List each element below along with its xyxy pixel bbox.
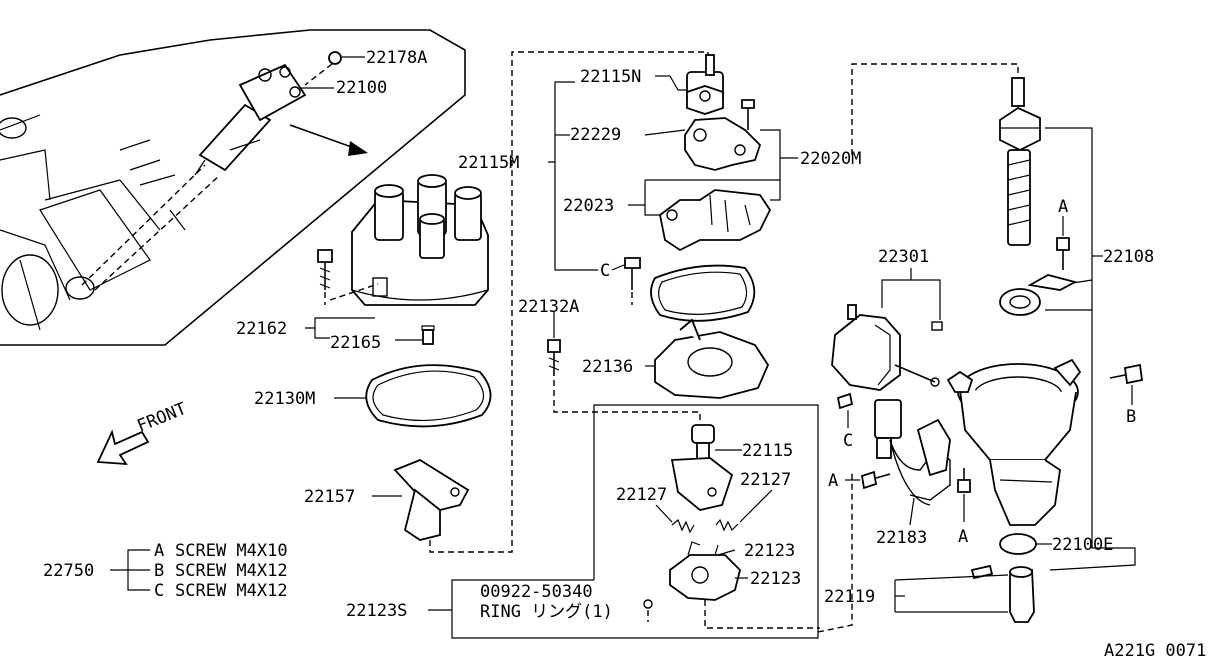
- kit-description: RING リング(1): [480, 602, 613, 622]
- legend-item-b: B SCREW M4X12: [154, 561, 288, 581]
- harness-22183: [874, 399, 951, 506]
- label-22115: 22115: [742, 441, 793, 461]
- label-22127-left: 22127: [616, 485, 667, 505]
- legend-desc: SCREW M4X10: [175, 541, 288, 561]
- label-22229: 22229: [570, 125, 621, 145]
- distributor-cap: [351, 174, 489, 306]
- label-c-center: C: [600, 261, 610, 281]
- label-22100E: 22100E: [1052, 535, 1113, 555]
- label-b: B: [1126, 407, 1136, 427]
- kit-part-number: 00922-50340: [480, 582, 593, 602]
- label-22127-right: 22127: [740, 470, 791, 490]
- legend-desc: SCREW M4X12: [175, 581, 288, 601]
- label-22023: 22023: [563, 196, 614, 216]
- label-a-bottom: A: [958, 527, 968, 547]
- legend-item-c: C SCREW M4X12: [154, 581, 288, 601]
- distributor-housing: [946, 358, 1082, 526]
- label-22123S: 22123S: [346, 601, 407, 621]
- legend-key: B: [154, 561, 164, 581]
- vacuum-advance: [831, 304, 940, 391]
- label-22119: 22119: [824, 587, 875, 607]
- label-a-left: A: [828, 471, 838, 491]
- label-22020M: 22020M: [800, 149, 861, 169]
- label-22115N: 22115N: [580, 67, 641, 87]
- legend-desc: SCREW M4X12: [175, 561, 288, 581]
- label-22123-bottom: 22123: [750, 569, 801, 589]
- label-22162: 22162: [236, 319, 287, 339]
- label-22157: 22157: [304, 487, 355, 507]
- legend-key: C: [154, 581, 164, 601]
- label-front: FRONT: [134, 399, 189, 437]
- legend-item-a: A SCREW M4X10: [154, 541, 288, 561]
- label-22108: 22108: [1103, 247, 1154, 267]
- label-22100: 22100: [336, 78, 387, 98]
- legend-key: A: [154, 541, 164, 561]
- shaft-22108: [999, 77, 1041, 246]
- label-22178A: 22178A: [366, 48, 427, 68]
- label-22132A: 22132A: [518, 297, 579, 317]
- label-22183: 22183: [876, 528, 927, 548]
- label-22123-top: 22123: [744, 541, 795, 561]
- engine-inset: [0, 29, 466, 346]
- label-a-top: A: [1058, 197, 1068, 217]
- label-22165: 22165: [330, 333, 381, 353]
- label-22136: 22136: [582, 357, 633, 377]
- label-22130M: 22130M: [254, 389, 315, 409]
- legend-code: 22750: [43, 561, 94, 581]
- front-arrow-icon: [96, 429, 150, 466]
- label-c-right: C: [843, 431, 853, 451]
- label-22115M: 22115M: [458, 153, 519, 173]
- figure-id: A221G 0071: [1104, 641, 1206, 661]
- label-22301: 22301: [878, 247, 929, 267]
